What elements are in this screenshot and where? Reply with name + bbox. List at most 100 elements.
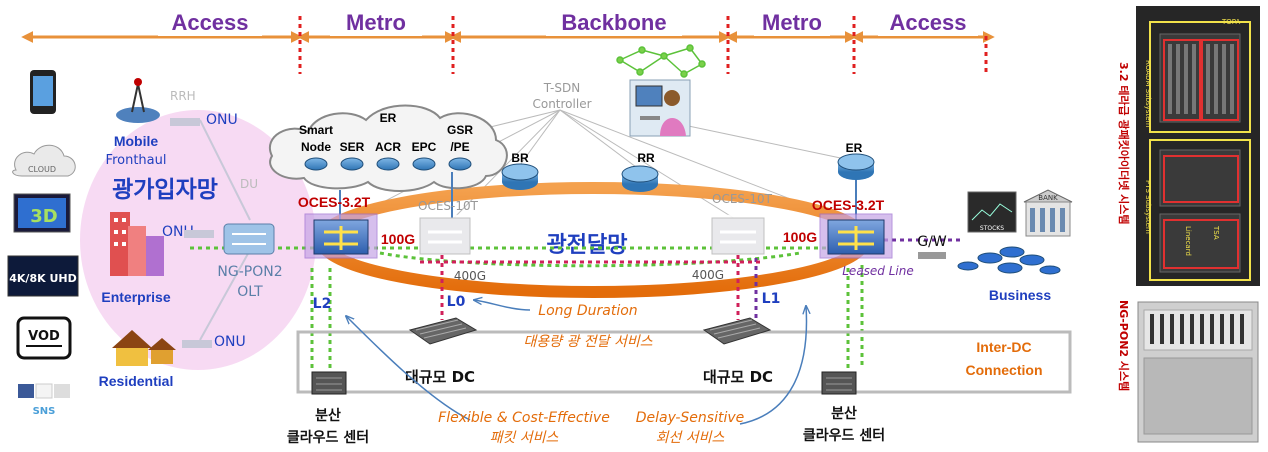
oces-system-photo: TOPA ROADM Subsystem PTS Subsystem Linec… bbox=[1136, 6, 1260, 286]
svg-text:SER: SER bbox=[340, 140, 365, 154]
svg-text:Controller: Controller bbox=[532, 97, 591, 111]
svg-text:패킷 서비스: 패킷 서비스 bbox=[490, 430, 559, 446]
svg-text:클라우드 센터: 클라우드 센터 bbox=[287, 430, 369, 446]
svg-text:회선 서비스: 회선 서비스 bbox=[656, 430, 725, 446]
dc-label: 대규모 DC bbox=[405, 368, 475, 386]
svg-text:BANK: BANK bbox=[1038, 194, 1058, 202]
svg-text:OLT: OLT bbox=[237, 284, 263, 300]
gateway-label: G/W bbox=[917, 234, 947, 250]
svg-text:RR: RR bbox=[637, 151, 655, 165]
oces-gray-right: OCES-10T bbox=[711, 192, 773, 255]
inter-dc-box bbox=[296, 330, 1072, 394]
svg-text:Fronthaul: Fronthaul bbox=[106, 153, 167, 168]
segment-label: Access bbox=[889, 10, 966, 35]
layer-l2: L2 bbox=[313, 296, 332, 312]
svg-text:/PE: /PE bbox=[450, 140, 469, 154]
segment-bar: Access Metro Backbone Metro Access bbox=[21, 8, 995, 74]
cloud-center-server-right bbox=[821, 371, 857, 395]
speed-label: 100G bbox=[783, 229, 817, 245]
svg-text:OCES-10T: OCES-10T bbox=[418, 199, 479, 213]
svg-text:ER: ER bbox=[846, 141, 863, 155]
annotation-delay: Delay-Sensitive bbox=[636, 410, 745, 426]
svg-text:클라우드 센터: 클라우드 센터 bbox=[803, 428, 885, 444]
svg-text:NG-PON2: NG-PON2 bbox=[217, 264, 282, 280]
router-br: BR bbox=[501, 151, 539, 190]
annotation-long-duration: Long Duration bbox=[538, 303, 637, 319]
dc-label: 대규모 DC bbox=[703, 368, 773, 386]
svg-text:GSR: GSR bbox=[447, 123, 473, 137]
leased-line-label: Leased Line bbox=[842, 264, 914, 278]
cloud-center-label: 분산 bbox=[831, 405, 857, 422]
client-business: Business bbox=[989, 287, 1051, 303]
tv-3d-icon: 3D bbox=[13, 193, 71, 233]
cell-tower-icon bbox=[116, 78, 160, 123]
smartphone-icon bbox=[30, 70, 56, 114]
cloud-center-label: 분산 bbox=[315, 407, 341, 424]
svg-text:TSA: TSA bbox=[1212, 225, 1220, 240]
ng-pon2-caption: NG-PON2 시스템 bbox=[1117, 300, 1131, 391]
optical-network-label: 광전달망 bbox=[547, 233, 628, 258]
cloud-center-server-left bbox=[311, 371, 347, 395]
rrh-label: RRH bbox=[170, 89, 196, 103]
svg-text:TOPA: TOPA bbox=[1221, 18, 1241, 26]
svg-text:EPC: EPC bbox=[412, 140, 437, 154]
operator-icon bbox=[616, 44, 706, 137]
layer-l1: L1 bbox=[762, 291, 781, 307]
svg-text:SNS: SNS bbox=[33, 406, 56, 417]
client-residential: Residential bbox=[99, 373, 174, 389]
oces-right: OCES-3.2T bbox=[812, 197, 893, 259]
residential-house-icon bbox=[112, 330, 176, 366]
svg-text:VOD: VOD bbox=[28, 329, 60, 344]
oces-left: OCES-3.2T bbox=[298, 194, 378, 259]
svg-text:Node: Node bbox=[301, 140, 331, 154]
enterprise-building-icon bbox=[110, 212, 164, 276]
client-enterprise: Enterprise bbox=[101, 289, 170, 305]
oces-system-caption: 3.2 테라급 광패킷아이더넷 시스템 bbox=[1117, 62, 1131, 225]
svg-text:OCES-10T: OCES-10T bbox=[712, 192, 773, 206]
svg-text:3D: 3D bbox=[30, 206, 57, 227]
svg-text:Linecard: Linecard bbox=[1184, 226, 1192, 256]
du-label: DU bbox=[240, 177, 258, 191]
svg-text:OCES-3.2T: OCES-3.2T bbox=[812, 197, 885, 213]
svg-text:Smart: Smart bbox=[299, 123, 333, 137]
svg-text:BR: BR bbox=[511, 151, 529, 165]
business-network-icon bbox=[957, 246, 1061, 275]
svg-text:Connection: Connection bbox=[966, 362, 1043, 378]
router-rr: RR bbox=[621, 151, 659, 192]
svg-text:ACR: ACR bbox=[375, 140, 401, 154]
dc-server-right bbox=[702, 317, 772, 345]
oces-gray-left: OCES-10T bbox=[418, 199, 479, 255]
inter-dc-label: Inter-DC bbox=[976, 339, 1031, 355]
speed-label: 100G bbox=[381, 231, 415, 247]
vod-icon: VOD bbox=[16, 316, 72, 360]
onu-label: ONU bbox=[214, 334, 246, 350]
layer-l0: L0 bbox=[447, 294, 466, 310]
access-network-label: 광가입자망 bbox=[112, 177, 218, 203]
olt: NG-PON2 OLT bbox=[217, 223, 283, 300]
bank-icon: BANK bbox=[1023, 189, 1073, 237]
svg-text:ER: ER bbox=[380, 111, 397, 125]
segment-label: Metro bbox=[762, 10, 822, 35]
segment-label: Backbone bbox=[561, 10, 666, 35]
ng-pon2-system-photo bbox=[1137, 301, 1259, 443]
svg-text:STOCKS: STOCKS bbox=[980, 225, 1004, 232]
controller-label: T-SDN bbox=[543, 81, 580, 95]
segment-label: Metro bbox=[346, 10, 406, 35]
speed-label: 400G bbox=[692, 268, 724, 282]
segment-label: Access bbox=[171, 10, 248, 35]
access-network-area bbox=[80, 110, 316, 370]
svg-text:PTS Subsystem: PTS Subsystem bbox=[1144, 180, 1152, 234]
annotation-flexible: Flexible & Cost-Effective bbox=[438, 410, 610, 426]
svg-text:ROADM Subsystem: ROADM Subsystem bbox=[1144, 60, 1152, 128]
er-cloud: ER Smart Node SER ACR EPC GSR /PE bbox=[269, 104, 508, 192]
dc-server-left bbox=[408, 317, 478, 345]
client-mobile: Mobile bbox=[114, 133, 159, 149]
svg-text:OCES-3.2T: OCES-3.2T bbox=[298, 194, 371, 210]
stocks-icon: STOCKS bbox=[967, 191, 1017, 233]
onu-label: ONU bbox=[206, 112, 238, 128]
svg-text:CLOUD: CLOUD bbox=[28, 165, 56, 174]
speed-label: 400G bbox=[454, 269, 486, 283]
sns-icon: SNS bbox=[18, 383, 70, 417]
uhd-tv-icon: 4K/8K UHD bbox=[7, 255, 79, 297]
